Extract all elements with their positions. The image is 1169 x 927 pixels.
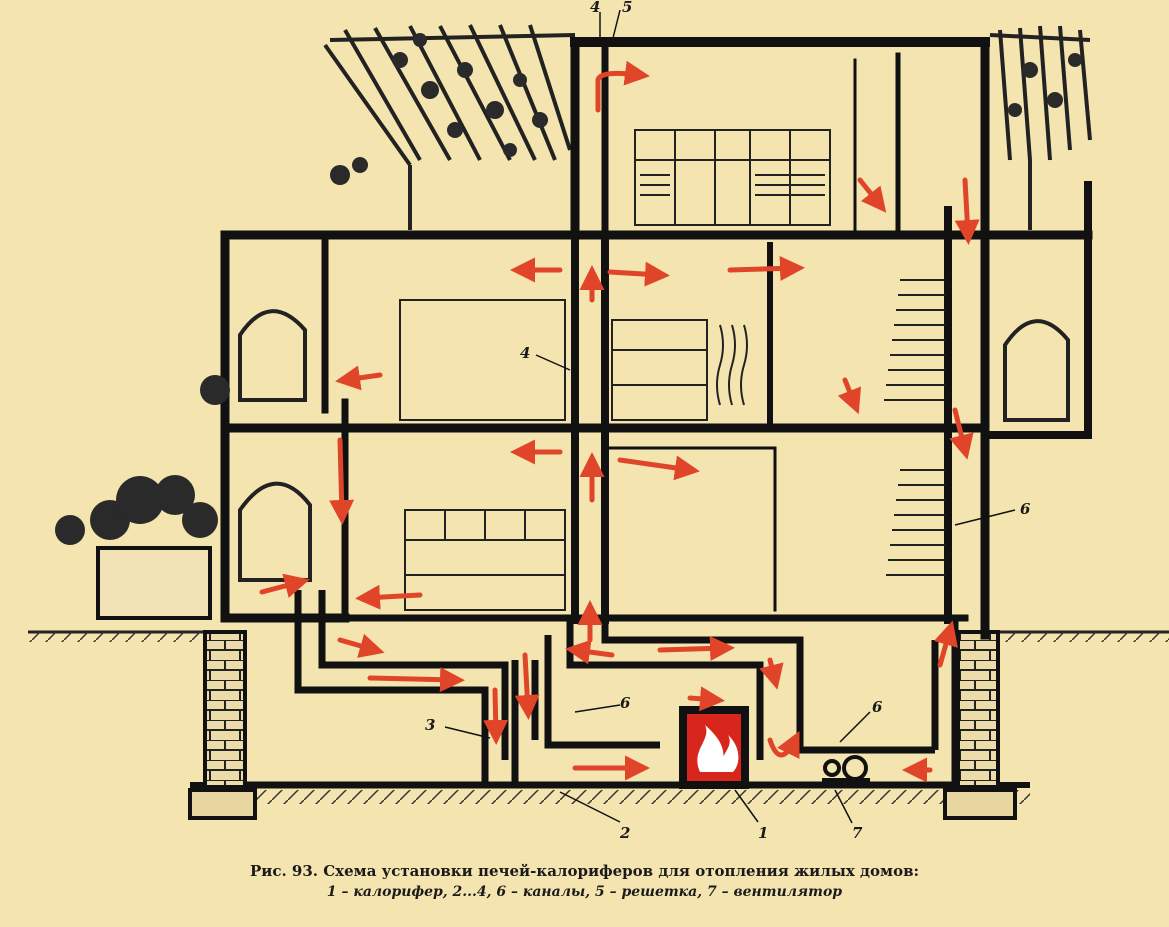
label-calorifer: 1 [758,824,768,842]
middle-room-furniture [399,299,748,421]
planter [55,375,230,620]
label-channel-6-right: 6 [872,698,883,716]
airflow-arrows [259,60,980,783]
label-channel-bottom: 2 [619,824,630,842]
figure-caption: Рис. 93. Схема установки печей-калорифер… [0,862,1169,900]
kitchen-shelves [404,509,566,611]
upper-room-cabinets [634,129,831,226]
staircase [884,279,945,576]
label-channel-4-mid: 4 [520,344,530,362]
brick-foundation-right [956,630,1000,789]
window-arch-left-lower [238,481,312,582]
label-channel-4-top: 4 [590,0,600,16]
pergola-vines-right [1008,53,1082,117]
label-grate: 5 [622,0,632,16]
label-fan: 7 [852,824,863,842]
label-channel-6-left: 6 [620,694,631,712]
label-channel-6-wall: 6 [1020,500,1031,518]
window-arch-right [1003,319,1070,422]
label-channel-3: 3 [425,716,435,734]
pergola-right [989,25,1092,230]
caption-title: Рис. 93. Схема установки печей-калорифер… [249,862,920,880]
pergola-vines-left [330,33,548,185]
pergola-left [323,24,576,230]
leader-lines [444,9,1016,824]
window-arch-left-upper [238,309,307,402]
brick-foundation-left [203,630,247,789]
fan-ventilator [822,755,870,784]
caption-legend: 1 – калорифер, 2...4, 6 – каналы, 5 – ре… [326,884,843,900]
calorifer-furnace [679,706,749,789]
